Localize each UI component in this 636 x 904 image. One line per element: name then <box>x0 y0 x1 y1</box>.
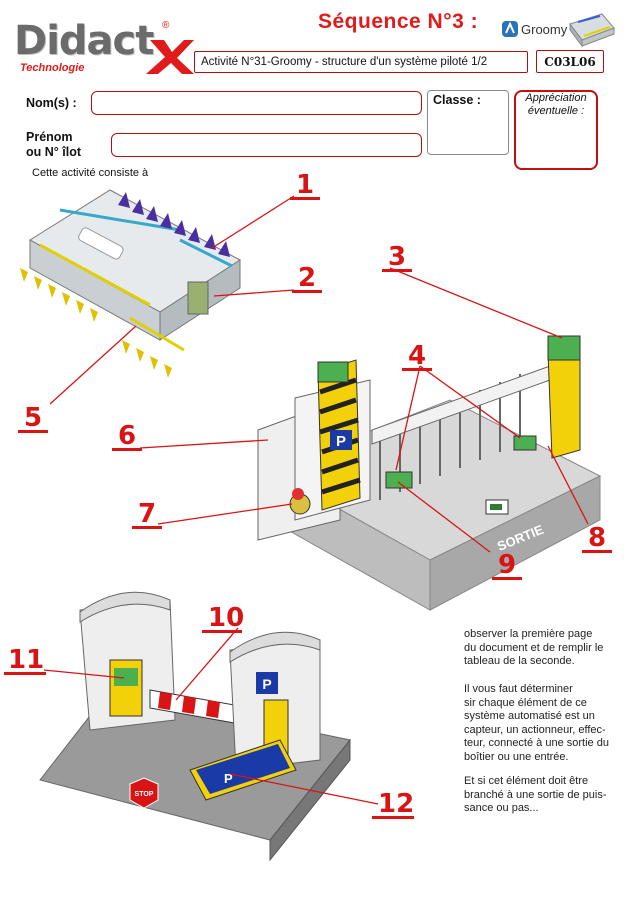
appreciation-label: Appréciation éventuelle : <box>516 92 596 118</box>
callout-underline-9 <box>492 577 522 580</box>
callout-underline-10 <box>202 630 242 633</box>
parking-p-sign-1: P <box>336 433 346 450</box>
logo-registered-mark: ® <box>162 20 170 31</box>
instruction-line: Il vous faut déterminer <box>464 683 573 695</box>
sequence-title: Séquence N°3 : <box>318 10 479 33</box>
callout-number-12: 12 <box>378 789 415 819</box>
callout-underline-7 <box>132 526 162 529</box>
parking-p-sign-2: P <box>262 676 271 692</box>
didactx-logo: Didact ® X Technologie <box>14 18 194 78</box>
appreciation-label-line2: éventuelle : <box>527 105 585 117</box>
instruction-line: observer la première page <box>464 628 593 640</box>
callout-underline-2 <box>292 290 322 293</box>
instruction-line: Et si cet élément doit être <box>464 775 589 787</box>
callout-underline-3 <box>382 269 412 272</box>
prenom-field[interactable] <box>111 133 422 157</box>
activity-title-box: Activité N°31-Groomy - structure d'un sy… <box>194 51 528 73</box>
callout-number-10: 10 <box>208 603 245 633</box>
instruction-line: sir chaque élément de ce <box>464 696 587 709</box>
groomy-logo-icon: Groomy <box>502 21 568 37</box>
instruction-line: boîtier ou une entrée. <box>464 750 569 763</box>
callout-number-3: 3 <box>388 242 407 272</box>
instruction-line: système automatisé est un <box>464 710 595 722</box>
instruction-line: branché à une sortie de puis- <box>464 788 607 801</box>
callout-number-4: 4 <box>408 341 427 371</box>
callout-underline-1 <box>290 197 320 200</box>
callout-underline-12 <box>372 816 414 819</box>
callout-underline-11 <box>4 672 46 675</box>
callout-number-2: 2 <box>298 263 317 293</box>
callout-underline-4 <box>402 368 432 371</box>
intro-text: Cette activité consiste à <box>32 167 149 179</box>
classe-label: Classe : <box>433 93 481 107</box>
appreciation-label-line1: Appréciation <box>525 92 587 104</box>
groomy-logo-text: Groomy <box>521 22 568 37</box>
prenom-label-line1: Prénom <box>26 130 73 144</box>
instruction-line: sance ou pas... <box>464 802 539 814</box>
callout-underline-6 <box>112 448 142 451</box>
callout-underline-5 <box>18 430 48 433</box>
logo-x-mark: X <box>146 40 194 74</box>
callout-number-7: 7 <box>138 499 157 529</box>
callout-number-8: 8 <box>588 523 607 553</box>
stop-sign-label: STOP <box>135 791 154 798</box>
callout-underline-8 <box>582 550 612 553</box>
callout-number-9: 9 <box>498 550 517 580</box>
callout-number-6: 6 <box>118 421 137 451</box>
instruction-line: teur, connecté à une sortie du <box>464 737 609 749</box>
parking-gate-scene: P SORTIE <box>257 335 602 611</box>
nom-field[interactable] <box>91 91 422 115</box>
logo-brand-text: Didact <box>14 18 154 64</box>
callout-number-5: 5 <box>24 403 43 433</box>
instruction-paragraph-1: observer la première page du document et… <box>464 628 616 669</box>
callout-number-11: 11 <box>8 645 45 675</box>
instruction-line: tableau de la seconde. <box>464 655 575 667</box>
instruction-line: du document et de remplir le <box>464 641 604 654</box>
classe-field[interactable] <box>427 90 509 155</box>
callout-leader-lines <box>43 195 589 805</box>
groomy-board-icon <box>569 13 615 48</box>
instruction-paragraph-2: Il vous faut déterminer sir chaque éléme… <box>464 683 616 764</box>
parking-booth-scene: P P STOP <box>39 591 351 862</box>
nom-label: Nom(s) : <box>26 96 77 110</box>
parking-p-plate: P <box>224 771 233 786</box>
prenom-label-line2: ou N° îlot <box>26 145 81 159</box>
groomy-logo: Groomy <box>502 20 574 40</box>
document-code: C03L06 <box>536 50 604 73</box>
groomy-controller-illustration <box>20 189 241 378</box>
instruction-paragraph-3: Et si cet élément doit être branché à un… <box>464 775 616 816</box>
logo-subtitle: Technologie <box>20 62 85 74</box>
callout-number-1: 1 <box>296 170 315 200</box>
instruction-line: capteur, un actionneur, effec- <box>464 723 606 736</box>
appreciation-field[interactable] <box>514 90 598 170</box>
